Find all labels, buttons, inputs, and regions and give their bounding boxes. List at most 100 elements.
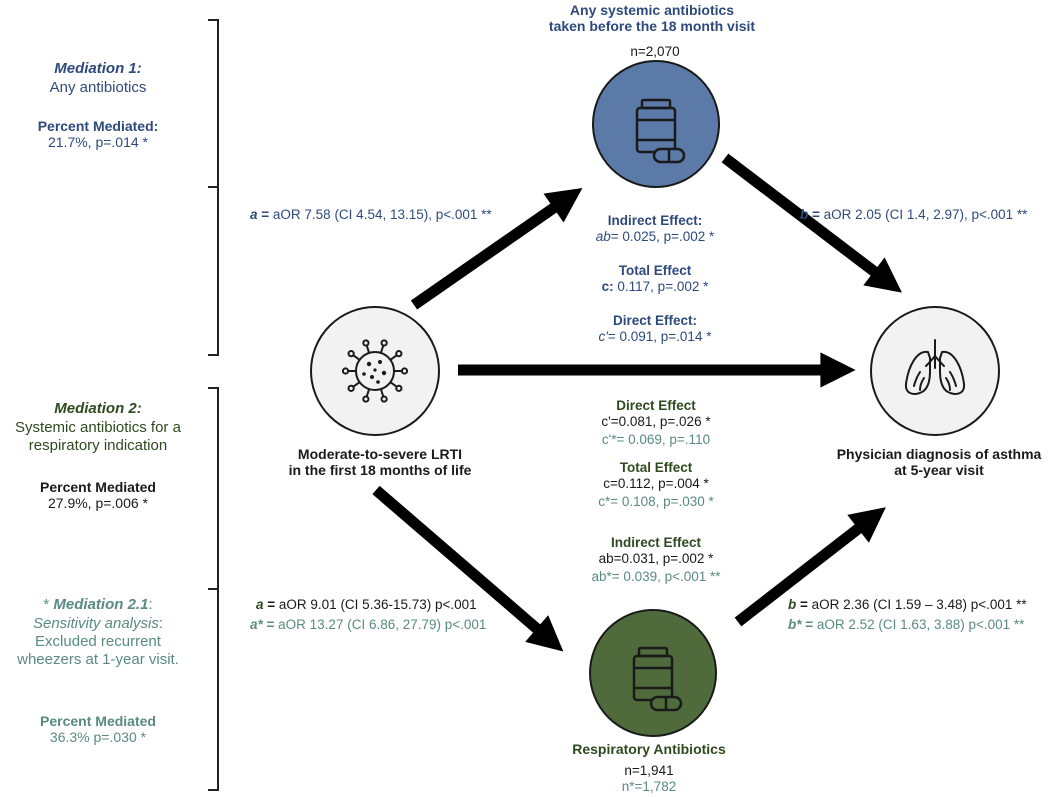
path-a2-eq: = (263, 597, 279, 612)
virus-spike-tip (395, 384, 403, 392)
effects2-direct-value: c'=0.081, p=.026 * (601, 414, 711, 429)
right-node-label-2: at 5-year visit (894, 462, 984, 478)
node-respiratory-antibiotics (589, 609, 717, 737)
arrow-b1 (721, 153, 903, 293)
left-node-label-1: Moderate-to-severe LRTI (297, 446, 463, 462)
right-node-label-1: Physician diagnosis of asthma (836, 446, 1042, 462)
path-a2-star-value: aOR 13.27 (CI 6.86, 27.79) p<.001 (278, 617, 487, 632)
mediation-2-title: Mediation 2: (54, 400, 142, 417)
mediation-2-line2: respiratory indication (28, 437, 168, 454)
bracket-mediation-2 (208, 387, 219, 791)
bracket-mediation-1 (208, 19, 219, 356)
effects1-indirect-number: = 0.025, p=.002 * (610, 229, 715, 244)
path-a2-star-eq: = (262, 617, 279, 632)
path-b2-label: b = aOR 2.36 (CI 1.59 – 3.48) p<.001 ** (788, 597, 1027, 612)
left-node-label-2: in the first 18 months of life (288, 462, 472, 478)
virus-spike (379, 388, 385, 397)
pill-bottle-icon (632, 646, 683, 712)
virus-spike-tip (380, 339, 388, 347)
top-node-label-2: taken before the 18 month visit (548, 18, 756, 34)
effects1-total-letter: c: (601, 279, 614, 294)
effects2-indirect-star: ab*= 0.039, p<.001 ** (591, 569, 721, 584)
effects1-direct-number: = 0.091, p=.014 * (607, 329, 712, 344)
effects2-indirect-label: Indirect Effect (610, 535, 702, 550)
path-a2-star-letter: a* (250, 617, 263, 632)
node-any-antibiotics (592, 60, 720, 188)
path-b2-star-letter: b* (788, 617, 802, 632)
arrow-a2 (372, 485, 564, 652)
mediation-1-title: Mediation 1: (54, 60, 142, 77)
effects1-indirect-value: ab= 0.025, p=.002 * (596, 229, 715, 244)
effects1-indirect-letter: ab (595, 229, 611, 244)
effects1-direct-letter: c' (598, 329, 608, 344)
effects1-direct-label: Direct Effect: (612, 313, 698, 328)
top-node-label-1: Any systemic antibiotics (569, 2, 735, 18)
mediation-1-percent-label: Percent Mediated: (37, 118, 159, 134)
path-b1-value: aOR 2.05 (CI 1.4, 2.97), p<.001 ** (823, 207, 1028, 222)
mediation-2-1-percent-value: 36.3% p=.030 * (49, 729, 147, 745)
effects2-direct-star: c'*= 0.069, p=.110 (601, 432, 711, 447)
path-b1-label: b = aOR 2.05 (CI 1.4, 2.97), p<.001 ** (800, 207, 1027, 222)
mediation-2-percent-label: Percent Mediated (40, 479, 156, 495)
virus-spike (389, 354, 398, 361)
effects2-indirect-value: ab=0.031, p=.002 * (598, 551, 714, 566)
virus-spike-tip (400, 367, 409, 375)
virus-spike (352, 381, 361, 388)
mediation-1-percent-value: 21.7%, p=.014 * (47, 134, 149, 150)
path-b2-star-value: aOR 2.52 (CI 1.63, 3.88) p<.001 ** (816, 617, 1025, 632)
path-a2-star-label: a* = aOR 13.27 (CI 6.86, 27.79) p<.001 (250, 617, 486, 632)
virus-icon (341, 339, 409, 403)
virus-spike-tip (362, 395, 370, 403)
bottom-node-n-star: n*=1,782 (621, 779, 677, 794)
effects1-indirect-label: Indirect Effect: (607, 213, 703, 228)
path-b2-letter: b (788, 597, 797, 612)
arrow-a1 (410, 187, 583, 310)
pill-bottle-icon (635, 98, 686, 164)
mediation-2-1-line1: Sensitivity analysis: (33, 615, 163, 632)
virus-spike-tip (395, 350, 403, 358)
effects2-total-star: c*= 0.108, p=.030 * (598, 494, 714, 509)
path-a2-value: aOR 9.01 (CI 5.36-15.73) p<.001 (278, 597, 477, 612)
path-b1-letter: b (800, 207, 809, 222)
virus-spike (352, 354, 361, 361)
mediation-2-percent-value: 27.9%, p=.006 * (47, 495, 149, 511)
path-a1-label: a = aOR 7.58 (CI 4.54, 13.15), p<.001 ** (250, 207, 492, 222)
mediation-2-1-line1-suffix: : (158, 615, 164, 632)
node-asthma (870, 306, 1000, 436)
effects1-total-number: 0.117, p=.002 * (613, 279, 709, 294)
virus-spike (379, 345, 385, 354)
bottom-node-n: n=1,941 (624, 763, 674, 778)
virus-spike (365, 345, 371, 354)
effects1-total-label: Total Effect (618, 263, 692, 278)
mediation-2-1-prefix: * (43, 596, 54, 613)
effects1-total-value: c: 0.117, p=.002 * (602, 279, 709, 294)
path-a1-letter: a (250, 207, 258, 222)
virus-spike-tip (347, 384, 355, 392)
virus-spike (365, 388, 371, 397)
mediation-2-1-percent-label: Percent Mediated (40, 713, 156, 729)
mediation-2-1-line1-text: Sensitivity analysis (32, 615, 159, 632)
virus-spike-tip (380, 395, 388, 403)
path-a1-eq: = (257, 207, 273, 222)
mediation-1-subtitle: Any antibiotics (49, 79, 147, 96)
virus-spike-tip (347, 350, 355, 358)
lungs-icon (904, 339, 966, 395)
top-node-n: n=2,070 (630, 44, 680, 59)
mediation-2-line1: Systemic antibiotics for a (15, 419, 181, 436)
path-b2-eq: = (796, 597, 812, 612)
path-b1-eq: = (808, 207, 824, 222)
effects2-direct-label: Direct Effect (616, 398, 696, 413)
virus-spike-tip (341, 367, 350, 375)
path-a2-label: a = aOR 9.01 (CI 5.36-15.73) p<.001 (256, 597, 477, 612)
effects2-total-label: Total Effect (619, 460, 693, 475)
path-b2-value: aOR 2.36 (CI 1.59 – 3.48) p<.001 ** (811, 597, 1027, 612)
effects1-direct-value: c'= 0.091, p=.014 * (599, 329, 712, 344)
arrow-b2 (734, 507, 886, 627)
mediation-2-1-line2: Excluded recurrent (35, 633, 161, 650)
mediation-2-1-title-text: Mediation 2.1 (53, 596, 149, 613)
mediation-2-1-line3: wheezers at 1-year visit. (17, 651, 179, 668)
path-b2-star-label: b* = aOR 2.52 (CI 1.63, 3.88) p<.001 ** (788, 617, 1024, 632)
virus-spike (389, 381, 398, 388)
node-lrti (310, 306, 440, 436)
